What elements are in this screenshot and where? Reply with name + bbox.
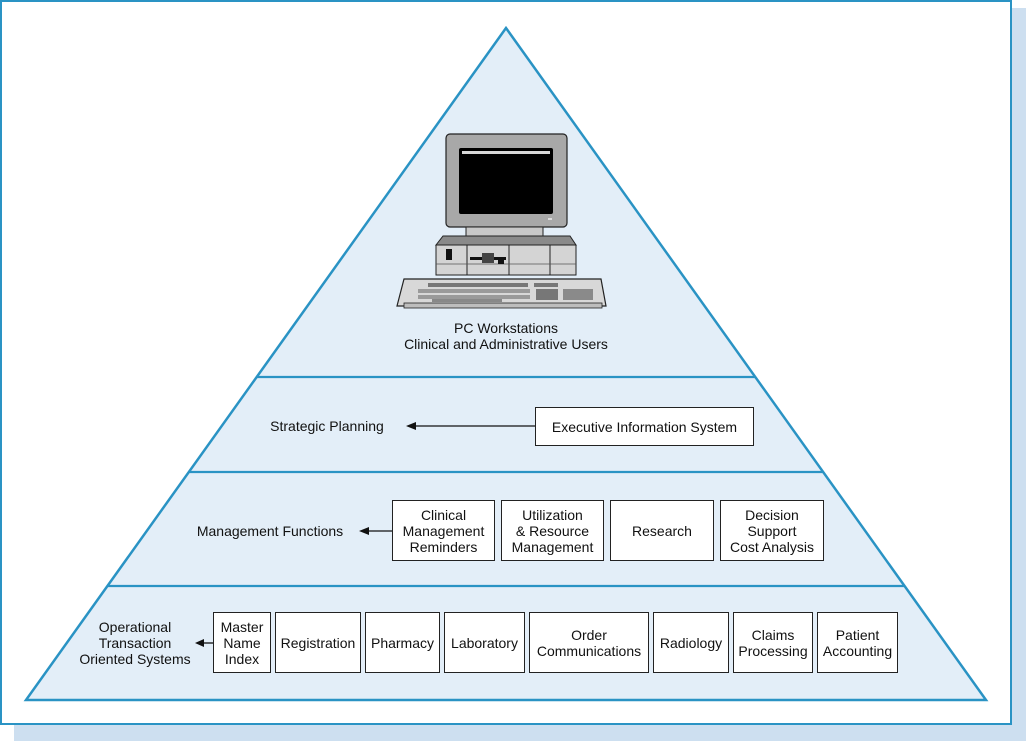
box-label: Patient Accounting bbox=[822, 626, 893, 659]
arrow-operational bbox=[195, 639, 213, 647]
box-label: Research bbox=[632, 522, 692, 539]
box-label: Laboratory bbox=[451, 634, 518, 651]
box-label: Order Communications bbox=[536, 626, 642, 659]
box-laboratory: Laboratory bbox=[444, 612, 525, 673]
box-label: Master Name Index bbox=[220, 618, 264, 667]
pc-workstation-icon bbox=[396, 133, 607, 309]
box-claims-processing: Claims Processing bbox=[733, 612, 813, 673]
tier-top-label-line1: PC Workstations bbox=[454, 320, 558, 336]
tier-strategic-label: Strategic Planning bbox=[270, 418, 384, 434]
tier-operational-label: Operational Transaction Oriented Systems bbox=[79, 619, 191, 667]
box-radiology: Radiology bbox=[653, 612, 729, 673]
box-clinical-management-reminders: Clinical Management Reminders bbox=[392, 500, 495, 561]
box-executive-information-system: Executive Information System bbox=[535, 407, 754, 446]
box-label: Claims Processing bbox=[738, 626, 808, 659]
tier-top-label-line2: Clinical and Administrative Users bbox=[404, 336, 608, 352]
box-master-name-index: Master Name Index bbox=[213, 612, 271, 673]
box-label: Executive Information System bbox=[551, 418, 738, 435]
box-pharmacy: Pharmacy bbox=[365, 612, 440, 673]
box-label: Clinical Management Reminders bbox=[402, 506, 485, 555]
box-order-communications: Order Communications bbox=[529, 612, 649, 673]
tier-management-label: Management Functions bbox=[196, 523, 344, 539]
box-research: Research bbox=[610, 500, 714, 561]
box-utilization-resource-management: Utilization & Resource Management bbox=[501, 500, 604, 561]
box-label: Radiology bbox=[659, 634, 723, 651]
box-decision-support-cost-analysis: Decision Support Cost Analysis bbox=[720, 500, 824, 561]
arrow-strategic bbox=[406, 422, 535, 430]
box-label: Pharmacy bbox=[370, 634, 435, 651]
arrow-management bbox=[359, 527, 392, 535]
box-registration: Registration bbox=[275, 612, 361, 673]
box-patient-accounting: Patient Accounting bbox=[817, 612, 898, 673]
pyramid-body bbox=[23, 25, 989, 702]
box-label: Utilization & Resource Management bbox=[511, 506, 594, 555]
box-label: Registration bbox=[280, 634, 356, 651]
box-label: Decision Support Cost Analysis bbox=[729, 506, 815, 555]
